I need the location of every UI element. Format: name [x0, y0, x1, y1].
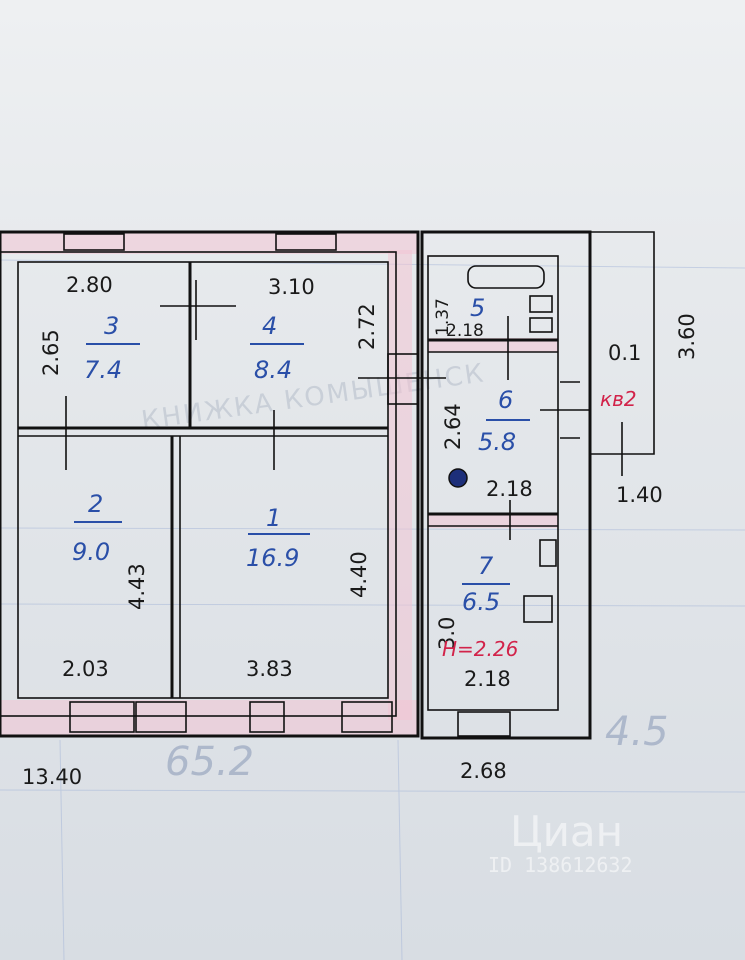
dim-bottom-room2: 2.03	[62, 657, 109, 681]
dim-kitchen-height: 3.0	[435, 617, 459, 650]
dim-porch-label: 0.1	[608, 341, 641, 365]
dim-room1-height: 4.40	[347, 551, 371, 598]
watermark: Циан ID 138612632	[488, 807, 633, 877]
room-1-number: 1	[266, 504, 281, 532]
dim-left-room3: 2.65	[39, 329, 63, 376]
dim-kitchen-width: 2.18	[464, 667, 511, 691]
room-6-number: 6	[498, 386, 513, 414]
dim-top-room4: 3.10	[268, 275, 315, 299]
dim-total-left: 13.40	[22, 765, 82, 789]
dim-bath-height: 1.37	[433, 298, 453, 336]
dim-outer-height: 3.60	[675, 313, 699, 360]
room-5-number: 5	[470, 294, 485, 322]
dim-room2-height: 4.43	[125, 563, 149, 610]
room-7-number: 7	[478, 552, 494, 580]
dim-bath-width: 2.18	[446, 321, 484, 341]
dim-corridor-height: 2.64	[441, 403, 465, 450]
pencil-note-area: 65.2	[165, 739, 254, 785]
right-block-walls	[420, 230, 655, 740]
stamp-text: КНИЖКА КОМЫШЕНСК	[140, 358, 487, 436]
pencil-note-right: 4.5	[605, 709, 669, 755]
watermark-brand: Циан	[510, 807, 623, 856]
room-2-number: 2	[88, 490, 103, 518]
dim-top-room3: 2.80	[66, 273, 113, 297]
dim-total-right: 2.68	[460, 759, 507, 783]
room-3-area: 7.4	[84, 356, 122, 384]
room-labels: 3 7.4 4 8.4 2 9.0 1 16.9 5 6 5.8 7 6.5	[72, 294, 530, 616]
room-7-area: 6.5	[462, 588, 500, 616]
room-3-number: 3	[104, 312, 119, 340]
dim-corridor-width: 2.18	[486, 477, 533, 501]
dim-bottom-room1: 3.83	[246, 657, 293, 681]
dim-porch-width: 1.40	[616, 483, 663, 507]
dim-right-room4: 2.72	[355, 303, 379, 350]
room-1-area: 16.9	[246, 544, 299, 572]
ceiling-height-label: H=2.26	[442, 637, 518, 661]
apartment-label: кв2	[600, 387, 637, 411]
room-6-area: 5.8	[478, 428, 516, 456]
room-4-number: 4	[262, 312, 277, 340]
room-4-area: 8.4	[254, 356, 292, 384]
left-block-walls	[0, 230, 446, 738]
paper-grid	[0, 259, 745, 960]
dimension-labels: 2.80 3.10 2.65 2.72 4.43 4.40 2.03 3.83 …	[22, 273, 699, 789]
watermark-id: ID 138612632	[488, 853, 633, 877]
room-2-area: 9.0	[72, 538, 110, 566]
